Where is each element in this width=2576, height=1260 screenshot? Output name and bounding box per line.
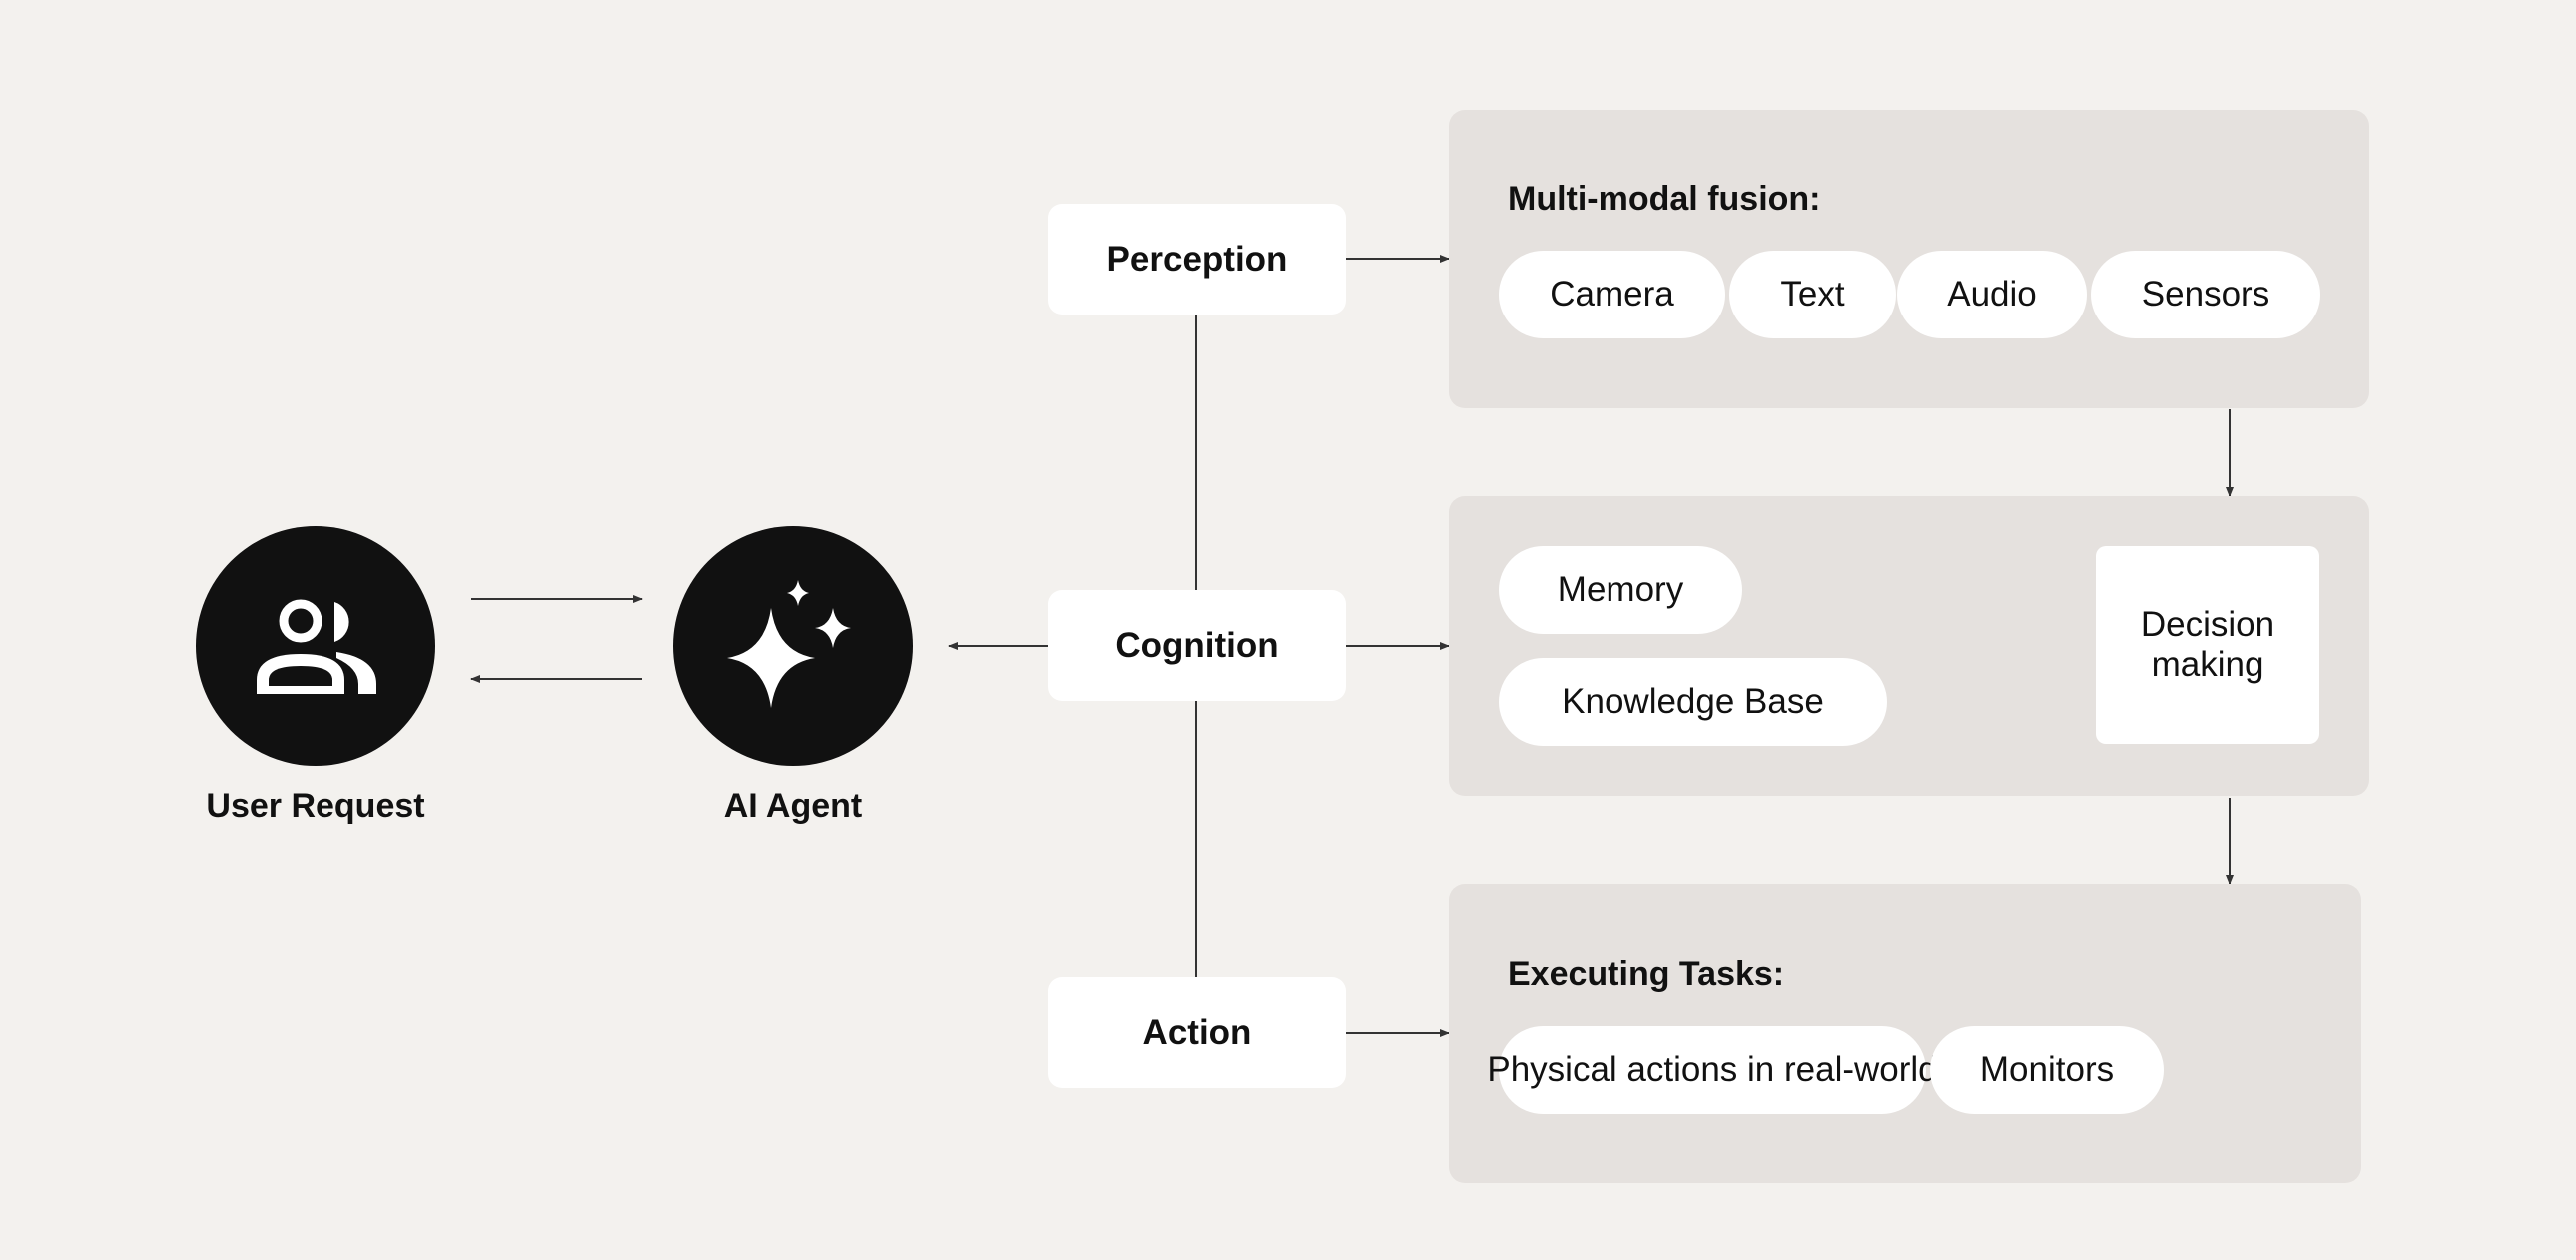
task-physical-actions: Physical actions in real-world [1487, 1026, 1938, 1114]
memory-source: Memory [1499, 546, 1742, 634]
ai-agent-label: AI Agent [723, 787, 863, 825]
user-request-node [196, 526, 435, 766]
input-text: Text [1729, 251, 1896, 338]
cognition-panel: Memory Knowledge Base Decision making [1449, 496, 2369, 796]
input-sensors: Sensors [2091, 251, 2320, 338]
input-camera: Camera [1499, 251, 1725, 338]
input-audio: Audio [1897, 251, 2087, 338]
task-monitors: Monitors [1930, 1026, 2164, 1114]
perception-panel: Multi-modal fusion: Camera Text Audio Se… [1449, 110, 2369, 408]
action-node: Action [1048, 977, 1346, 1088]
cognition-node: Cognition [1048, 590, 1346, 701]
action-panel-title: Executing Tasks: [1508, 955, 1785, 993]
decision-making-node: Decision making [2096, 546, 2319, 744]
perception-panel-title: Multi-modal fusion: [1508, 180, 1821, 218]
sparkles-icon [727, 580, 851, 708]
ai-agent-node [673, 526, 913, 766]
decision-line-2: making [2151, 645, 2264, 684]
action-panel: Executing Tasks: Physical actions in rea… [1449, 884, 2361, 1183]
decision-line-1: Decision [2140, 605, 2275, 644]
knowledge-base-source: Knowledge Base [1499, 658, 1887, 746]
users-icon [257, 599, 376, 694]
perception-node: Perception [1048, 204, 1346, 315]
user-request-label: User Request [206, 787, 425, 825]
